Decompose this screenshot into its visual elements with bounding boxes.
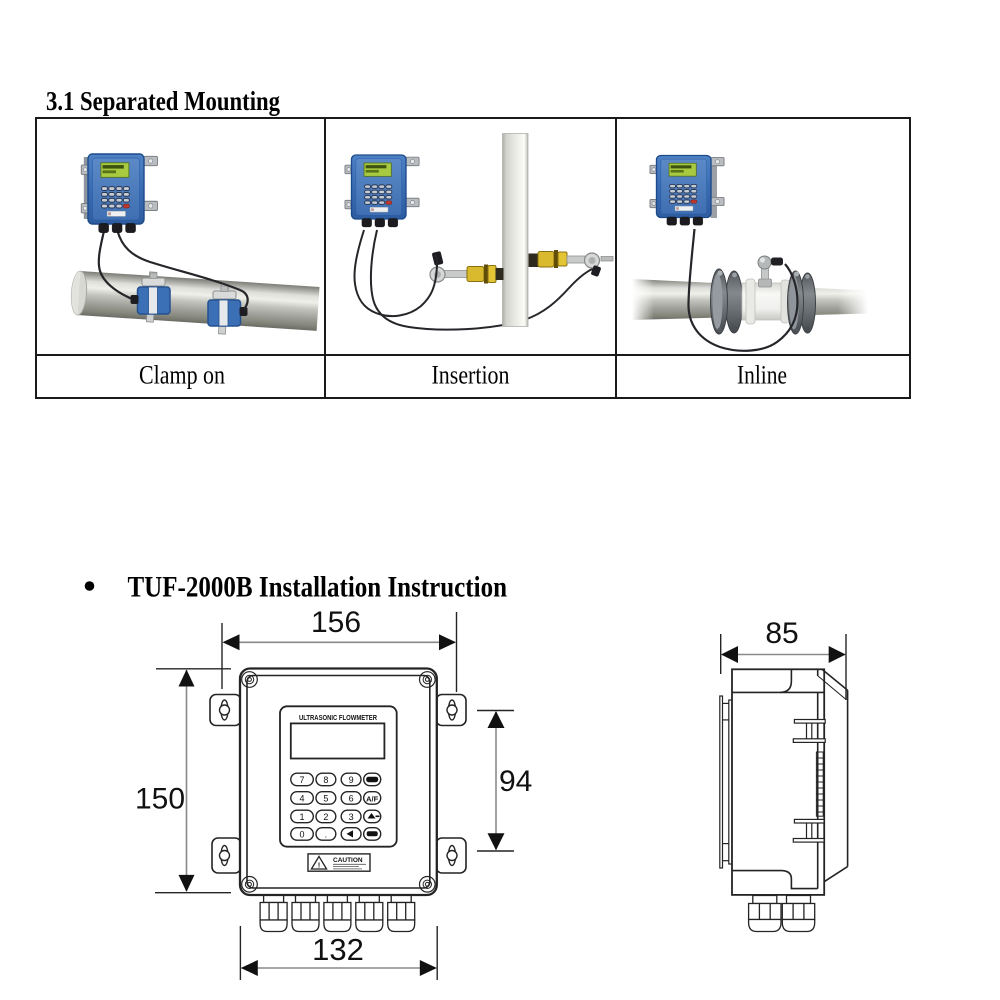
svg-text:Clamp on: Clamp on xyxy=(139,361,225,390)
svg-text:6: 6 xyxy=(349,793,354,803)
svg-text:150: 150 xyxy=(135,783,185,816)
svg-text:156: 156 xyxy=(311,606,361,639)
svg-text:4: 4 xyxy=(299,793,304,803)
svg-text:!: ! xyxy=(318,863,320,870)
svg-text:CAUTION: CAUTION xyxy=(333,857,363,864)
svg-text:0: 0 xyxy=(299,829,304,839)
svg-text:.: . xyxy=(325,829,328,839)
svg-text:3.1 Separated Mounting: 3.1 Separated Mounting xyxy=(46,85,280,116)
svg-text:A/F: A/F xyxy=(366,794,379,803)
svg-text:7: 7 xyxy=(299,775,304,785)
svg-text:3: 3 xyxy=(349,812,354,822)
svg-text:94: 94 xyxy=(499,765,532,798)
svg-text:1: 1 xyxy=(299,812,304,822)
svg-text:TUF-2000B Installation Instruc: TUF-2000B Installation Instruction xyxy=(128,571,508,604)
svg-text:2: 2 xyxy=(323,812,328,822)
svg-text:132: 132 xyxy=(312,932,364,967)
svg-text:5: 5 xyxy=(323,793,328,803)
svg-text:Inline: Inline xyxy=(737,361,787,390)
svg-text:ULTRASONIC FLOWMETER: ULTRASONIC FLOWMETER xyxy=(299,715,377,722)
svg-text:8: 8 xyxy=(323,775,328,785)
svg-text:9: 9 xyxy=(349,775,354,785)
svg-text:Insertion: Insertion xyxy=(432,361,510,390)
svg-text:85: 85 xyxy=(765,617,798,650)
